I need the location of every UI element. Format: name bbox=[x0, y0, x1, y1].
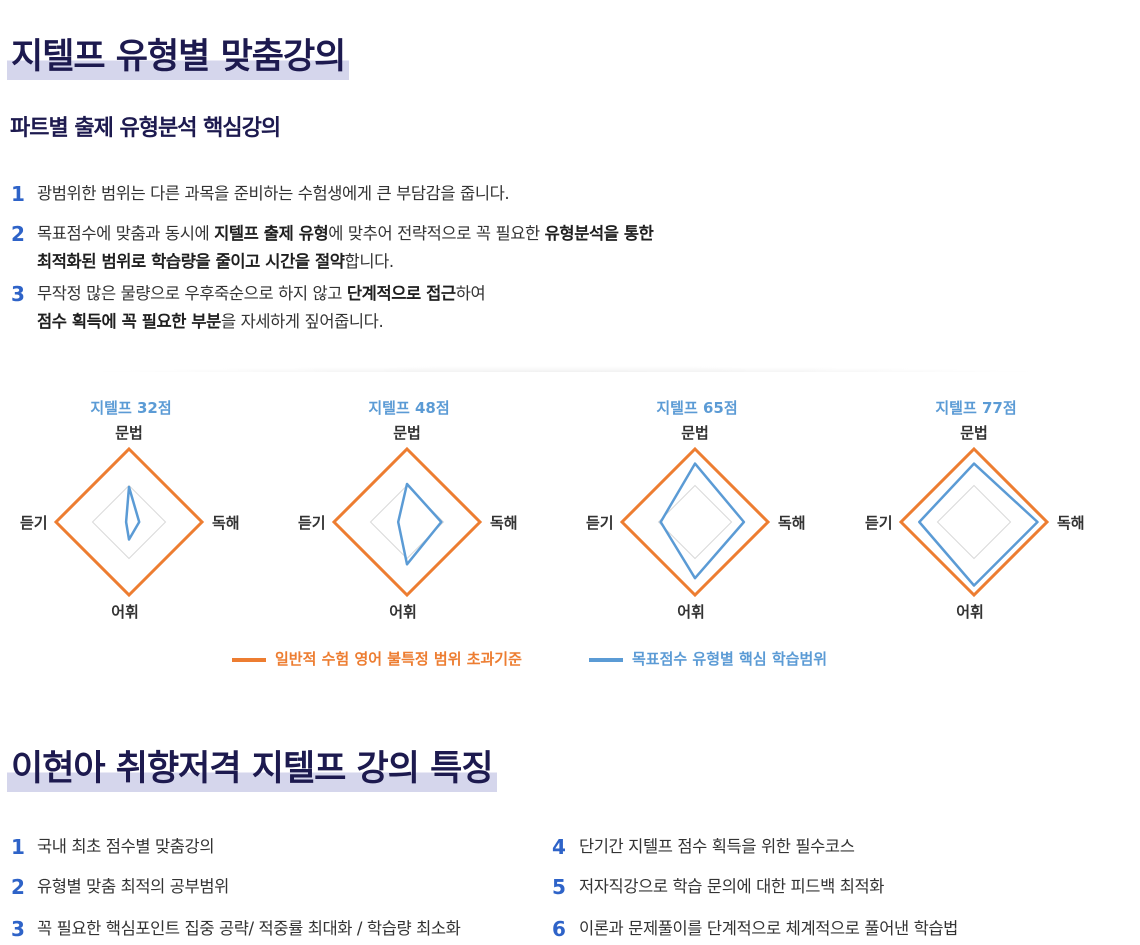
item-text-segment: 합니다. bbox=[344, 252, 395, 271]
item-number: 1 bbox=[11, 182, 25, 206]
section-title-custom-lectures: 지텔프 유형별 맞춤강의 bbox=[7, 34, 350, 80]
radar-title: 지텔프 32점 bbox=[90, 399, 171, 417]
chart-panel-shadow bbox=[30, 366, 1100, 376]
legend-label: 일반적 수험 영어 불특정 범위 초과기준 bbox=[275, 650, 522, 668]
item-text-segment: 무작정 많은 물량으로 우후죽순으로 하지 않고 bbox=[37, 284, 347, 303]
item-number: 5 bbox=[552, 875, 566, 899]
radar-series-target bbox=[124, 485, 141, 541]
item-line: 목표점수에 맞춤과 동시에 지텔프 출제 유형에 맞추어 전략적으로 꼭 필요한… bbox=[37, 220, 654, 248]
item-text-emphasis: 점수 획득에 꼭 필요한 부분 bbox=[37, 312, 221, 331]
radar-axis-label: 어휘 bbox=[389, 603, 417, 621]
radar-title: 지텔프 65점 bbox=[656, 399, 737, 417]
item-line: 점수 획득에 꼭 필요한 부분을 자세하게 짚어줍니다. bbox=[37, 308, 485, 336]
item-text: 국내 최초 점수별 맞춤강의 bbox=[37, 837, 215, 856]
item-text: 저자직강으로 학습 문의에 대한 피드백 최적화 bbox=[579, 877, 885, 896]
item-text-emphasis: 단계적으로 접근 bbox=[346, 284, 456, 303]
radar-axis-label: 독해 bbox=[490, 514, 518, 532]
item-text: 광범위한 범위는 다른 과목을 준비하는 수험생에게 큰 부담감을 줍니다. bbox=[37, 180, 510, 208]
radar-axis-label: 어휘 bbox=[677, 603, 705, 621]
item-number: 6 bbox=[552, 917, 566, 941]
item-text-segment: 을 자세하게 짚어줍니다. bbox=[220, 312, 384, 331]
item-text: 목표점수에 맞춤과 동시에 지텔프 출제 유형에 맞추어 전략적으로 꼭 필요한… bbox=[37, 220, 654, 276]
radar-axis-label: 문법 bbox=[115, 424, 143, 442]
radar-series-general bbox=[619, 446, 771, 598]
radar-axis-label: 독해 bbox=[778, 514, 806, 532]
section-title-lecture-features: 이현아 취향저격 지텔프 강의 특징 bbox=[7, 746, 497, 792]
item-number: 4 bbox=[552, 835, 566, 859]
radar-inner-grid bbox=[369, 484, 445, 560]
radar-axis-label: 독해 bbox=[1057, 514, 1085, 532]
item-text-segment: 하여 bbox=[455, 284, 486, 303]
section-subtitle: 파트별 출제 유형분석 핵심강의 bbox=[10, 116, 281, 141]
legend-item-general: 일반적 수험 영어 불특정 범위 초과기준 bbox=[232, 648, 522, 669]
radar-inner-grid bbox=[936, 484, 1012, 560]
radar-inner-grid bbox=[91, 484, 167, 560]
radar-series-target bbox=[918, 462, 1039, 587]
radar-series-target bbox=[396, 482, 443, 566]
item-text-segment: 목표점수에 맞춤과 동시에 bbox=[37, 224, 215, 243]
radar-chart-panel bbox=[12, 372, 1110, 700]
legend-swatch-blue bbox=[589, 657, 623, 662]
item-text-segment: 에 맞추어 전략적으로 꼭 필요한 bbox=[328, 224, 545, 243]
item-text: 단기간 지텔프 점수 획득을 위한 필수코스 bbox=[579, 837, 855, 856]
item-number: 2 bbox=[11, 222, 25, 246]
item-line: 최적화된 범위로 학습량을 줄이고 시간을 절약합니다. bbox=[37, 248, 653, 276]
item-line: 무작정 많은 물량으로 우후죽순으로 하지 않고 단계적으로 접근하여 bbox=[37, 280, 486, 308]
radar-axis-label: 문법 bbox=[681, 424, 709, 442]
item-text: 무작정 많은 물량으로 우후죽순으로 하지 않고 단계적으로 접근하여 점수 획… bbox=[37, 280, 486, 336]
item-number: 3 bbox=[11, 282, 25, 306]
legend-label: 목표점수 유형별 핵심 학습범위 bbox=[632, 650, 828, 668]
item-text: 이론과 문제풀이를 단계적으로 체계적으로 풀어낸 학습법 bbox=[579, 919, 958, 938]
radar-axis-label: 듣기 bbox=[586, 514, 614, 532]
legend-item-target: 목표점수 유형별 핵심 학습범위 bbox=[589, 648, 827, 669]
radar-axis-label: 듣기 bbox=[20, 514, 48, 532]
radar-axis-label: 듣기 bbox=[865, 514, 893, 532]
radar-series-target bbox=[659, 462, 746, 580]
radar-title: 지텔프 48점 bbox=[368, 399, 449, 417]
radar-axis-label: 독해 bbox=[212, 514, 240, 532]
radar-axis-label: 어휘 bbox=[956, 603, 984, 621]
item-text-emphasis: 지텔프 출제 유형 bbox=[214, 224, 329, 243]
radar-axis-label: 듣기 bbox=[298, 514, 326, 532]
radar-series-general bbox=[53, 446, 205, 598]
item-number: 3 bbox=[11, 917, 25, 941]
item-number: 1 bbox=[11, 835, 25, 859]
radar-axis-label: 문법 bbox=[960, 424, 988, 442]
item-text: 유형별 맞춤 최적의 공부범위 bbox=[37, 877, 229, 896]
item-text-emphasis: 유형분석을 통한 bbox=[544, 224, 654, 243]
radar-series-general bbox=[331, 446, 483, 598]
item-text: 꼭 필요한 핵심포인트 집중 공략/ 적중률 최대화 / 학습량 최소화 bbox=[37, 919, 461, 938]
radar-axis-label: 문법 bbox=[393, 424, 421, 442]
radar-axis-label: 어휘 bbox=[111, 603, 139, 621]
item-number: 2 bbox=[11, 875, 25, 899]
legend-swatch-orange bbox=[232, 657, 266, 662]
radar-inner-grid bbox=[657, 484, 733, 560]
radar-title: 지텔프 77점 bbox=[935, 399, 1016, 417]
item-line: 광범위한 범위는 다른 과목을 준비하는 수험생에게 큰 부담감을 줍니다. bbox=[37, 180, 510, 208]
radar-series-general bbox=[898, 446, 1050, 598]
item-text-emphasis: 최적화된 범위로 학습량을 줄이고 시간을 절약 bbox=[37, 252, 345, 271]
item-text-segment: 광범위한 범위는 다른 과목을 준비하는 수험생에게 큰 부담감을 줍니다. bbox=[37, 184, 510, 203]
